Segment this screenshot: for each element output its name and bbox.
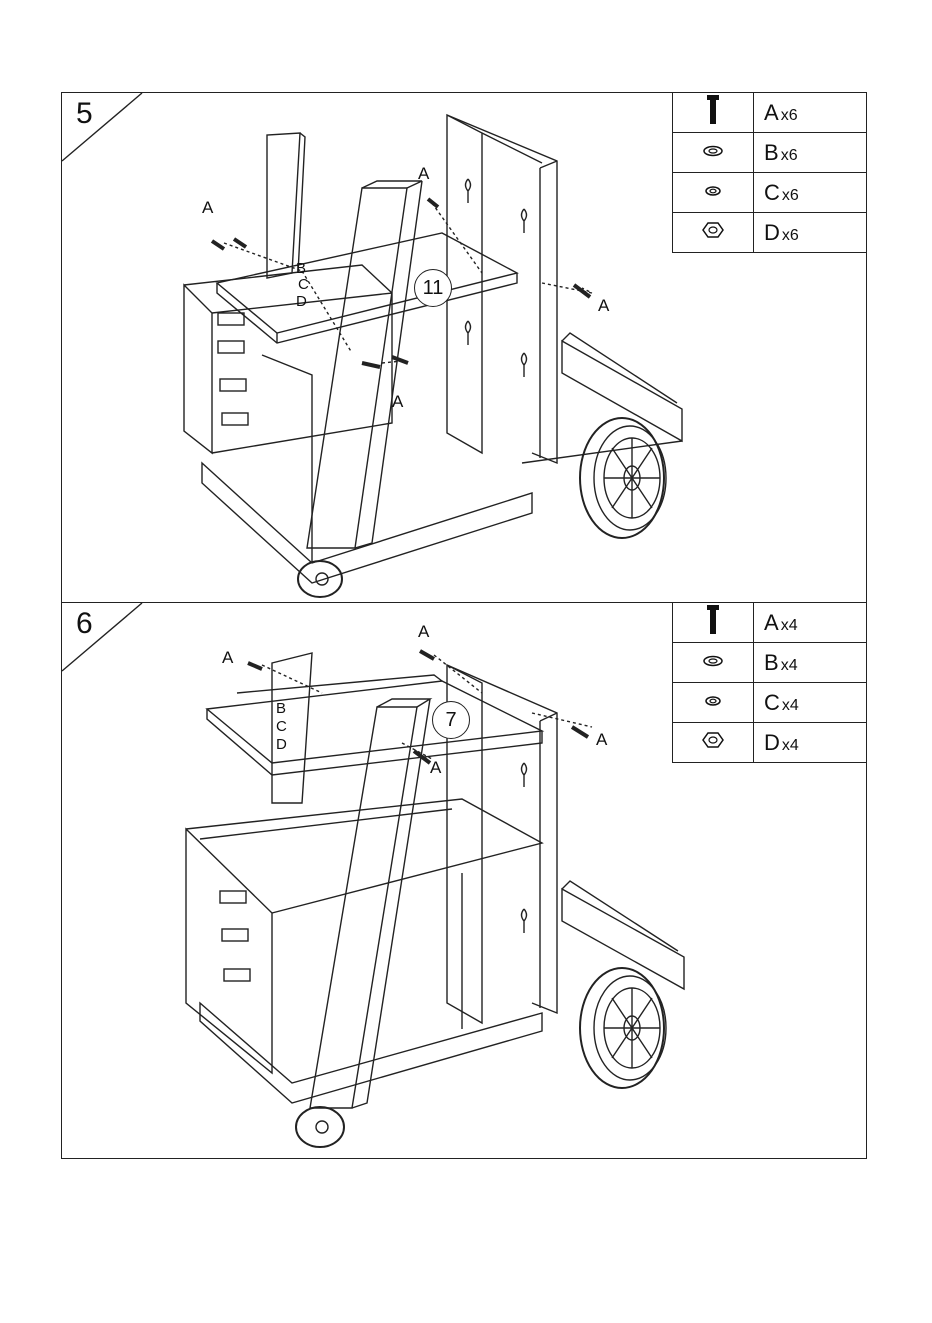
part-number-badge: 7 xyxy=(432,701,470,739)
part-letter: B xyxy=(764,650,779,675)
part-letter: B xyxy=(764,140,779,165)
part-letter: A xyxy=(764,100,779,125)
callout-hex-nut-d: D xyxy=(296,294,307,309)
part-quantity: x6 xyxy=(782,227,799,244)
part-letter: A xyxy=(764,610,779,635)
part-letter: D xyxy=(764,730,780,755)
callout-hex-nut-d: D xyxy=(276,737,287,752)
part-quantity: x4 xyxy=(781,617,798,634)
callout-screw-a: A xyxy=(202,199,213,216)
part-letter: C xyxy=(764,180,780,205)
callout-screw-a: A xyxy=(430,759,441,776)
callout-flat-washer-b: B xyxy=(276,701,286,716)
spring-washer-icon xyxy=(673,173,754,213)
screw-icon xyxy=(673,93,754,133)
step-number: 5 xyxy=(76,99,93,129)
part-letter: C xyxy=(764,690,780,715)
callout-screw-a: A xyxy=(418,165,429,182)
part-quantity: x6 xyxy=(782,187,799,204)
flat-washer-icon xyxy=(673,643,754,683)
callout-screw-a: A xyxy=(596,731,607,748)
callout-spring-washer-c: C xyxy=(276,719,287,734)
part-number-badge: 11 xyxy=(414,269,452,307)
step-number: 6 xyxy=(76,609,93,639)
callout-spring-washer-c: C xyxy=(298,277,309,292)
callout-flat-washer-b: B xyxy=(296,261,306,276)
flat-washer-icon xyxy=(673,133,754,173)
callout-screw-a: A xyxy=(392,393,403,410)
callout-screw-a: A xyxy=(222,649,233,666)
part-letter: D xyxy=(764,220,780,245)
spring-washer-icon xyxy=(673,683,754,723)
part-quantity: x6 xyxy=(781,147,798,164)
hex-nut-icon xyxy=(673,723,754,763)
callout-screw-a: A xyxy=(598,297,609,314)
callout-screw-a: A xyxy=(418,623,429,640)
part-quantity: x4 xyxy=(782,737,799,754)
screw-icon xyxy=(673,603,754,643)
part-quantity: x6 xyxy=(781,107,798,124)
part-quantity: x4 xyxy=(782,697,799,714)
hex-nut-icon xyxy=(673,213,754,253)
part-quantity: x4 xyxy=(781,657,798,674)
